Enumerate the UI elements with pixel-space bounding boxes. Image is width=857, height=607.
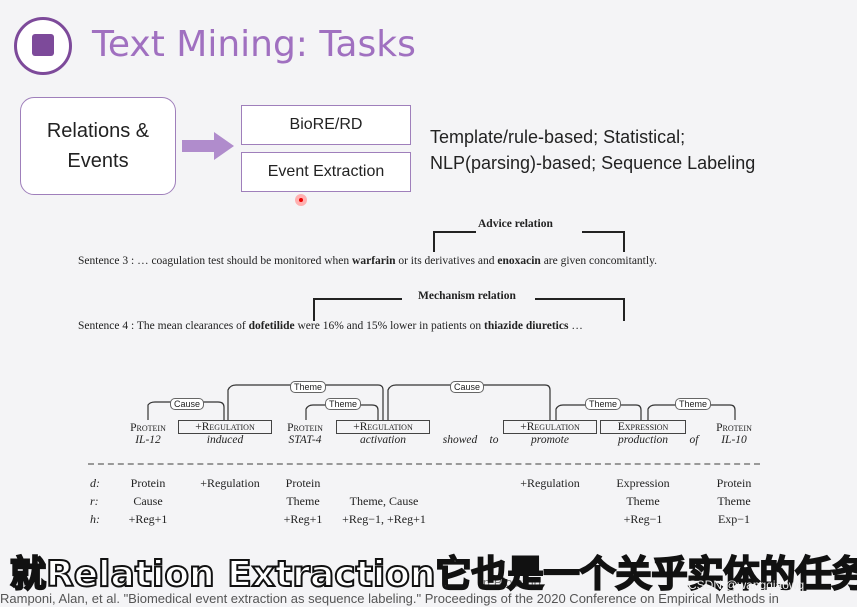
- token-word: IL-12: [135, 434, 161, 446]
- event-extraction-box: Event Extraction: [241, 152, 411, 192]
- token-type: [484, 422, 504, 434]
- entity-warfarin: warfarin: [352, 255, 396, 267]
- token-promote: +Regulation promote: [503, 420, 597, 446]
- label-d: +Regulation: [200, 476, 260, 490]
- sentence-4-prefix: Sentence 4 : The mean clearances of: [78, 320, 249, 332]
- token-word: induced: [206, 434, 244, 446]
- token-type: [684, 422, 704, 434]
- label-h: Exp−1: [717, 512, 751, 526]
- mechanism-relation-label: Mechanism relation: [418, 290, 516, 302]
- token-word: activation: [360, 434, 406, 446]
- watermark: CSDN @wangqiaowq: [688, 578, 805, 592]
- edge-label-theme-2: Theme: [325, 398, 362, 410]
- token-word: STAT-4: [288, 434, 322, 446]
- label-col-il-10: Protein Theme Exp−1: [704, 474, 764, 528]
- edge-label-cause-2: Cause: [450, 381, 485, 393]
- edge-label-cause-1: Cause: [170, 398, 205, 410]
- token-word: production: [617, 434, 669, 446]
- token-to: to: [484, 422, 504, 446]
- token-il-12: Protein IL-12: [122, 422, 174, 446]
- relations-events-box: Relations & Events: [20, 97, 176, 195]
- token-type: +Regulation: [503, 420, 597, 434]
- label-d: Protein: [716, 476, 752, 490]
- label-col-activation: Theme, Cause +Reg−1, +Reg+1: [332, 474, 436, 528]
- entity-dofetilide: dofetilide: [248, 320, 295, 332]
- methods-line-2: NLP(parsing)-based; Sequence Labeling: [430, 153, 756, 173]
- row-key-d: d:: [90, 476, 100, 490]
- token-word: promote: [531, 434, 569, 446]
- label-d: Protein: [285, 476, 321, 490]
- edge-label-theme-1: Theme: [290, 381, 327, 393]
- token-production: Expression production: [600, 420, 686, 446]
- label-r: Theme: [286, 494, 320, 508]
- relations-events-label-2: Events: [67, 150, 129, 172]
- methods-line-1: Template/rule-based; Statistical;: [430, 127, 686, 147]
- relations-events-label-1: Relations &: [46, 120, 150, 142]
- label-h: +Reg−1, +Reg+1: [342, 512, 426, 526]
- token-type: Protein: [287, 422, 323, 434]
- label-col-il-12: Protein Cause +Reg+1: [118, 474, 178, 528]
- edge-label-theme-3: Theme: [585, 398, 622, 410]
- label-r: Theme: [626, 494, 660, 508]
- token-showed: showed: [436, 422, 484, 446]
- label-d: Expression: [616, 476, 670, 490]
- reference-text: Ramponi, Alan, et al. "Biomedical event …: [0, 591, 779, 606]
- token-type: [436, 422, 484, 434]
- advice-relation-bracket: [433, 231, 625, 252]
- dashed-divider: [88, 463, 760, 465]
- token-type: Protein: [716, 422, 752, 434]
- label-h: +Reg+1: [128, 512, 168, 526]
- sentence-4-mid: were 16% and 15% lower in patients on: [294, 320, 484, 332]
- sentence-4: Sentence 4 : The mean clearances of dofe…: [78, 320, 583, 332]
- token-word: IL-10: [721, 434, 747, 446]
- token-type: Protein: [130, 422, 166, 434]
- token-type: +Regulation: [336, 420, 430, 434]
- label-r: Cause: [133, 494, 163, 508]
- sentence-3-prefix: Sentence 3 : … coagulation test should b…: [78, 255, 353, 267]
- methods-text: Template/rule-based; Statistical; NLP(pa…: [430, 124, 755, 176]
- label-col-induced: +Regulation: [185, 474, 275, 492]
- label-d: [332, 474, 436, 492]
- label-r: Theme: [717, 494, 751, 508]
- label-d: Protein: [130, 476, 166, 490]
- reference-partial: in BioinforI: [480, 575, 542, 590]
- right-arrow-icon: [182, 132, 234, 160]
- video-subtitle: 就Relation Extraction它也是一个关乎实体的任务: [9, 553, 857, 596]
- token-il-10: Protein IL-10: [706, 422, 762, 446]
- mechanism-relation-bracket: [313, 298, 625, 321]
- sentence-4-suffix: …: [568, 320, 583, 332]
- label-h: +Reg−1: [623, 512, 663, 526]
- token-word: to: [489, 434, 499, 446]
- sentence-3: Sentence 3 : … coagulation test should b…: [78, 255, 657, 267]
- event-graph-edges: [147, 384, 736, 420]
- row-key-r: r:: [90, 494, 99, 508]
- token-activation: +Regulation activation: [336, 420, 430, 446]
- university-logo: [14, 17, 72, 75]
- entity-enoxacin: enoxacin: [497, 255, 541, 267]
- label-d: +Regulation: [520, 476, 580, 490]
- token-of: of: [684, 422, 704, 446]
- laser-pointer-icon: [295, 194, 307, 206]
- edge-label-theme-4: Theme: [675, 398, 712, 410]
- entity-thiazide-diuretics: thiazide diuretics: [484, 320, 569, 332]
- slide-title: Text Mining: Tasks: [92, 24, 416, 65]
- token-induced: +Regulation induced: [178, 420, 272, 446]
- advice-relation-label: Advice relation: [478, 218, 553, 230]
- row-key-h: h:: [90, 512, 100, 526]
- biore-rd-box: BioRE/RD: [241, 105, 411, 145]
- label-col-production: Expression Theme +Reg−1: [600, 474, 686, 528]
- label-col-stat-4: Protein Theme +Reg+1: [272, 474, 334, 528]
- token-word: of: [689, 434, 699, 446]
- label-r: Theme, Cause: [349, 494, 419, 508]
- token-word: showed: [442, 434, 478, 446]
- row-keys: d: r: h:: [90, 474, 100, 528]
- token-type: +Regulation: [178, 420, 272, 434]
- sentence-3-mid: or its derivatives and: [395, 255, 498, 267]
- token-type: Expression: [600, 420, 686, 434]
- label-h: +Reg+1: [283, 512, 323, 526]
- token-stat-4: Protein STAT-4: [278, 422, 332, 446]
- label-col-promote: +Regulation: [505, 474, 595, 492]
- sentence-3-suffix: are given concomitantly.: [540, 255, 657, 267]
